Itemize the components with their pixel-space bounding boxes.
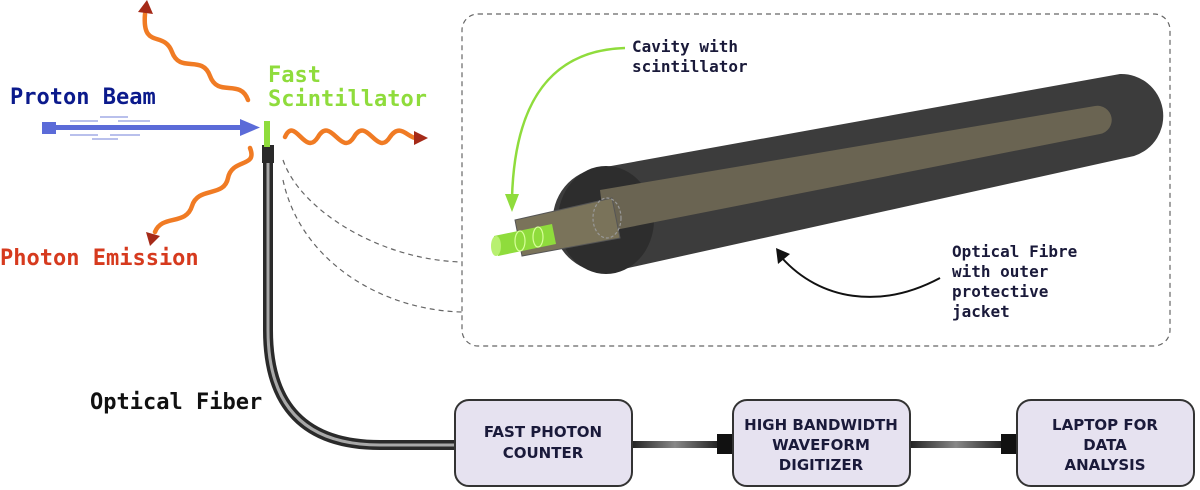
inset-scintillator-ring	[532, 226, 544, 248]
fibre-core-face	[592, 197, 622, 239]
beam-source	[42, 122, 56, 134]
photon-counter-box	[454, 399, 633, 487]
photon-emission-label: Photon Emission	[0, 246, 199, 271]
laptop-text-line2: DATA	[1083, 436, 1127, 454]
fiber-tip	[262, 145, 274, 163]
cavity-label-line1: Cavity with	[632, 37, 738, 56]
laptop-box	[1016, 399, 1195, 487]
photon-arrowhead-right	[414, 131, 428, 145]
cable-counter-digitizer	[632, 441, 718, 448]
fibre-label-line3: protective	[952, 282, 1048, 301]
fibre-label-line4: jacket	[952, 302, 1010, 321]
optical-fiber-label: Optical Fiber	[90, 390, 262, 415]
photon-counter-text-line2: COUNTER	[503, 444, 584, 462]
connector-plug	[1001, 434, 1017, 454]
fibre-core-band	[600, 105, 1112, 232]
photon-arrowhead-upper	[138, 0, 153, 14]
digitizer-box	[732, 399, 911, 487]
optical-fiber-cable	[263, 146, 455, 450]
inset-scintillator-end	[491, 236, 501, 256]
scintillator-crystal	[264, 121, 270, 147]
connector-plug	[717, 434, 733, 454]
inset-scintillator-ring	[514, 230, 526, 252]
proton-beam-label: Proton Beam	[10, 85, 156, 110]
beam-speed-lines	[70, 116, 150, 140]
photon-counter-text-line1: FAST PHOTON	[484, 423, 602, 441]
fibre-callout-arrowhead	[776, 248, 790, 264]
laptop-text-line3: ANALYSIS	[1064, 456, 1145, 474]
fibre-label-line1: Optical Fibre	[952, 242, 1077, 261]
digitizer-text-line3: DIGITIZER	[779, 456, 864, 474]
photon-wave-lower	[152, 145, 254, 235]
beam-arrowhead	[240, 119, 260, 136]
cavity-callout-arrowhead	[505, 194, 519, 212]
photon-arrowhead-lower	[146, 232, 160, 246]
fibre-callout-arrow	[781, 257, 941, 298]
photon-wave-upper	[142, 11, 251, 103]
cavity-callout-arrow	[510, 46, 626, 199]
fast-scintillator-label-line2: Scintillator	[268, 87, 427, 112]
beam-line	[54, 125, 244, 130]
digitizer-text-line1: HIGH BANDWIDTH	[744, 416, 898, 434]
photon-wave-right	[282, 128, 419, 146]
zoom-guide-line	[282, 179, 463, 313]
fibre-label-line2: with outer	[952, 262, 1048, 281]
laptop-text-line1: LAPTOP FOR	[1052, 416, 1158, 434]
fast-scintillator-label-line1: Fast	[268, 63, 321, 88]
optical-fiber-core	[266, 146, 455, 447]
inset-panel	[461, 13, 1171, 347]
cable-digitizer-laptop	[910, 441, 1002, 448]
zoom-guide-line	[282, 159, 463, 263]
digitizer-text-line2: WAVEFORM	[772, 436, 870, 454]
cavity-label-line2: scintillator	[632, 57, 748, 76]
